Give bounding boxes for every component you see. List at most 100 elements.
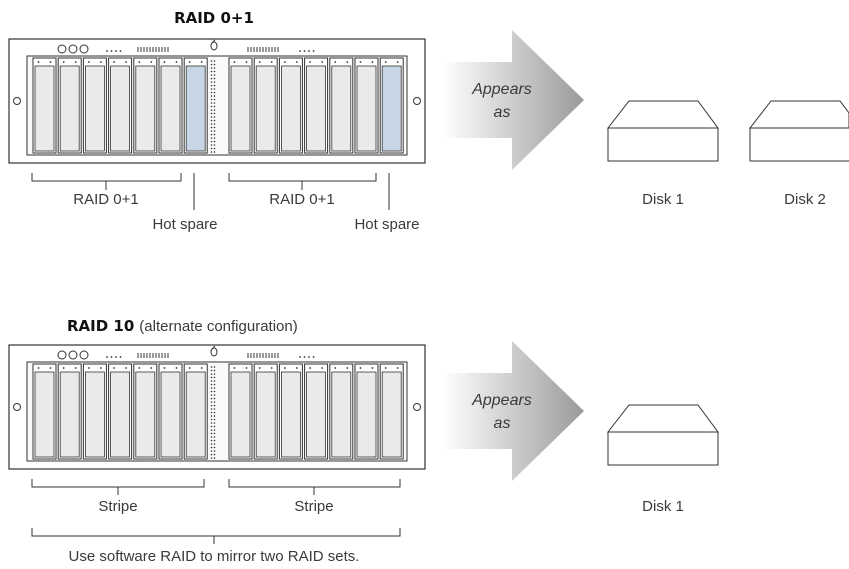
bottom-center-vent-dot (210, 369, 213, 372)
top-drive-bay-right-3 (278, 57, 303, 154)
bottom-center-vent-dot (210, 446, 213, 449)
top-center-vent-dot (210, 109, 213, 111)
bottom-drive-bay-right-1 (228, 363, 253, 460)
top-center-vent-dot (213, 133, 216, 136)
top-bay-carrier (185, 65, 206, 152)
bottom-center-vent-dot (210, 387, 213, 389)
top-bay-carrier (331, 65, 352, 152)
bottom-center-vent-dot (210, 453, 213, 456)
bottom-bay-carrier (356, 371, 377, 458)
bottom-center-vent-dot (213, 397, 216, 400)
bottom-drive-bay-right-3 (278, 363, 303, 460)
top-center-vent-dot (213, 137, 216, 139)
top-indicator-dot-right-2 (303, 50, 306, 52)
top-bay-led (113, 61, 115, 63)
top-center-vent-dot (210, 147, 213, 150)
top-drive-bay-left-1 (32, 57, 57, 154)
bottom-indicator-dot-left-1 (106, 356, 108, 358)
bottom-bay-led (188, 367, 191, 369)
top-bay-led (384, 61, 387, 63)
bottom-center-vent-dot (210, 366, 213, 368)
top-bay-led (100, 61, 102, 63)
bottom-indicator-dot-right-3 (308, 356, 310, 358)
top-center-vent-dot (213, 130, 216, 132)
top-center-vent-dot (210, 91, 213, 94)
bottom-bay-carrier (135, 371, 156, 458)
top-bay-carrier (280, 65, 301, 152)
bottom-drive-bay-left-7 (183, 363, 208, 460)
bottom-bay-led (138, 367, 141, 369)
bottom-drive-bay-left-2 (57, 363, 82, 460)
bottom-center-vent-dot (210, 397, 213, 400)
top-bay-carrier (160, 65, 181, 152)
top-bay-led (150, 61, 153, 63)
bottom-center-vent-dot (213, 432, 216, 435)
top-center-vent-dot (210, 88, 213, 90)
top-bay-carrier (255, 65, 276, 152)
top-indicator-dot-left-3 (115, 50, 117, 52)
bottom-center-vent-dot (213, 453, 216, 456)
bottom-center-vent-dot (213, 387, 216, 389)
top-bay-led (125, 61, 127, 63)
bottom-title: RAID 10(alternate configuration) (67, 317, 298, 335)
top-bay-carrier (34, 65, 55, 152)
top-indicator-dot-right-1 (299, 50, 301, 52)
bottom-logo-icon (210, 345, 218, 357)
top-status-light-1 (57, 44, 67, 54)
bottom-center-vent-dot (210, 394, 213, 396)
top-center-vent-dot (210, 116, 213, 118)
top-bay-led (270, 61, 273, 63)
bottom-center-vent-dot (213, 380, 216, 382)
top-center-vent-dot (210, 133, 213, 136)
top-bay-led (163, 61, 166, 63)
bottom-indicator-dot-left-3 (115, 356, 117, 358)
top-center-vent-dot (213, 98, 216, 101)
top-center-vent-dot (210, 102, 213, 104)
bottom-center-vent-dot (213, 418, 216, 421)
bottom-bay-led (321, 367, 323, 369)
bottom-bay-led (150, 367, 153, 369)
top-indicator-dot-right-3 (308, 50, 310, 52)
top-indicator-dot-right-4 (312, 50, 315, 52)
bottom-center-vent-dot (213, 425, 216, 428)
bottom-bay-led (258, 367, 261, 369)
top-indicator-dot-left-2 (110, 50, 113, 52)
bottom-center-vent-dot (210, 425, 213, 428)
top-center-vent-dot (210, 81, 213, 83)
bottom-center-vent-dot (210, 383, 213, 386)
top-bay-led (200, 61, 203, 63)
top-center-vent-dot (213, 60, 216, 62)
top-bay-carrier (135, 65, 156, 152)
top-title: RAID 0+1 (174, 9, 254, 27)
bottom-bay-led (88, 367, 90, 369)
top-center-vent-dot (210, 144, 213, 146)
top-status-light-3 (79, 44, 89, 54)
top-group-bracket-left (31, 173, 182, 190)
bottom-drive-bay-left-1 (32, 363, 57, 460)
bottom-bay-carrier (230, 371, 251, 458)
top-drive-bay-right-1 (228, 57, 253, 154)
top-drive-bay-right-5 (329, 57, 354, 154)
top-bay-led (88, 61, 90, 63)
bottom-bay-led (74, 367, 77, 369)
bottom-bay-led (284, 367, 286, 369)
top-center-vent-dot (210, 126, 213, 129)
bottom-center-vent-dot (210, 432, 213, 435)
bottom-bay-carrier (185, 371, 206, 458)
bottom-status-light-2 (68, 350, 78, 360)
top-indicator-dot-left-1 (106, 50, 108, 52)
bottom-center-vent-dot (213, 390, 216, 393)
bottom-bay-led (396, 367, 399, 369)
bottom-center-vent-dot (213, 369, 216, 372)
top-center-vent-dot (210, 112, 213, 115)
top-center-vent-dot (210, 74, 213, 76)
top-spare-label-left: Hot spare (152, 216, 217, 233)
bottom-drive-bay-left-3 (82, 363, 107, 460)
top-center-vent-dot (213, 67, 216, 69)
top-bay-led (346, 61, 349, 63)
bottom-center-vent-dot (213, 408, 216, 410)
bottom-center-vent-dot (213, 404, 216, 407)
top-bay-led (245, 61, 248, 63)
bottom-indicator-dot-right-4 (312, 356, 315, 358)
bottom-center-vent-dot (213, 450, 216, 452)
